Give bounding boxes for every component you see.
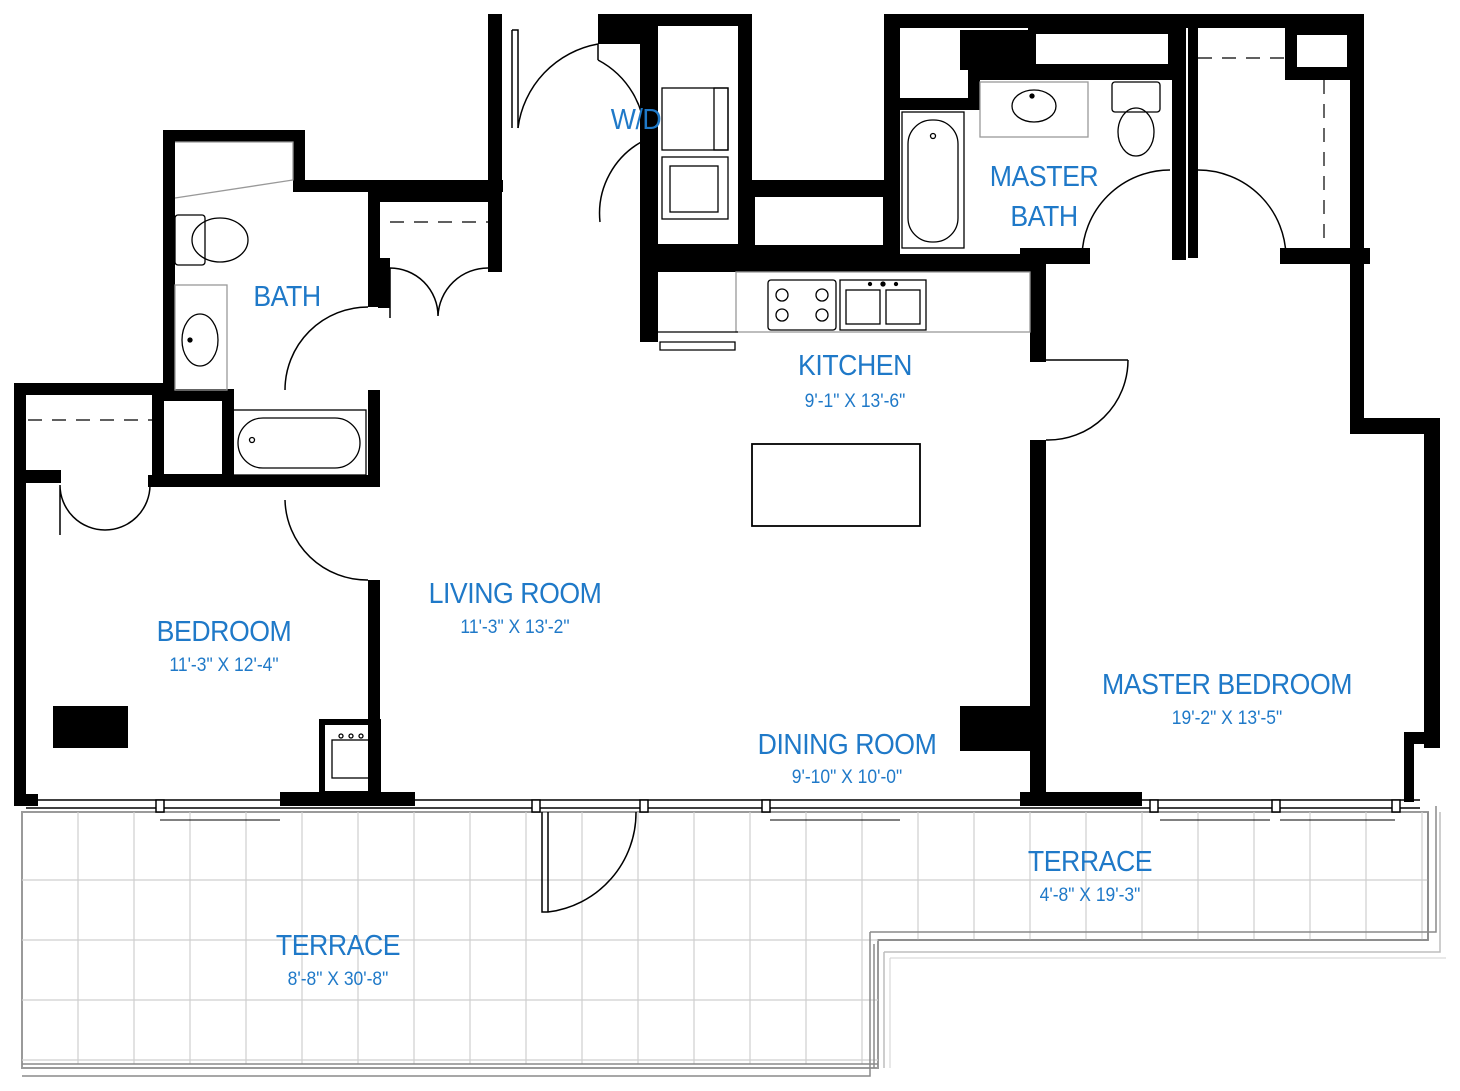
windows xyxy=(26,799,1420,821)
room-dims-terrace-right: 4'-8" X 19'-3" xyxy=(1039,885,1141,906)
room-label-master-bath-line1: MASTER xyxy=(989,161,1099,193)
room-label-master-bedroom: MASTER BEDROOM xyxy=(1101,669,1353,701)
shelf-lines xyxy=(28,57,1325,421)
fixtures xyxy=(174,81,1161,797)
room-label-wd: W/D xyxy=(610,104,662,136)
room-label-master-bath-line2: BATH xyxy=(1010,201,1078,233)
room-dims-dining: 9'-10" X 10'-0" xyxy=(791,767,903,788)
room-label-living: LIVING ROOM xyxy=(428,578,602,610)
room-label-kitchen: KITCHEN xyxy=(798,350,912,382)
room-dims-bedroom: 11'-3" X 12'-4" xyxy=(169,655,279,676)
room-label-terrace-left: TERRACE xyxy=(275,930,401,962)
room-label-dining: DINING ROOM xyxy=(757,729,937,761)
room-dims-master-bedroom: 19'-2" X 13'-5" xyxy=(1171,708,1283,729)
room-dims-terrace-left: 8'-8" X 30'-8" xyxy=(287,969,389,990)
walls xyxy=(14,14,1440,806)
room-dims-living: 11'-3" X 13'-2" xyxy=(460,617,570,638)
room-label-bath: BATH xyxy=(253,281,321,313)
room-label-bedroom: BEDROOM xyxy=(156,616,292,648)
terrace-floor xyxy=(21,806,1446,1077)
room-label-terrace-right: TERRACE xyxy=(1027,846,1153,878)
doors xyxy=(59,29,1287,913)
room-dims-kitchen: 9'-1" X 13'-6" xyxy=(804,391,906,412)
